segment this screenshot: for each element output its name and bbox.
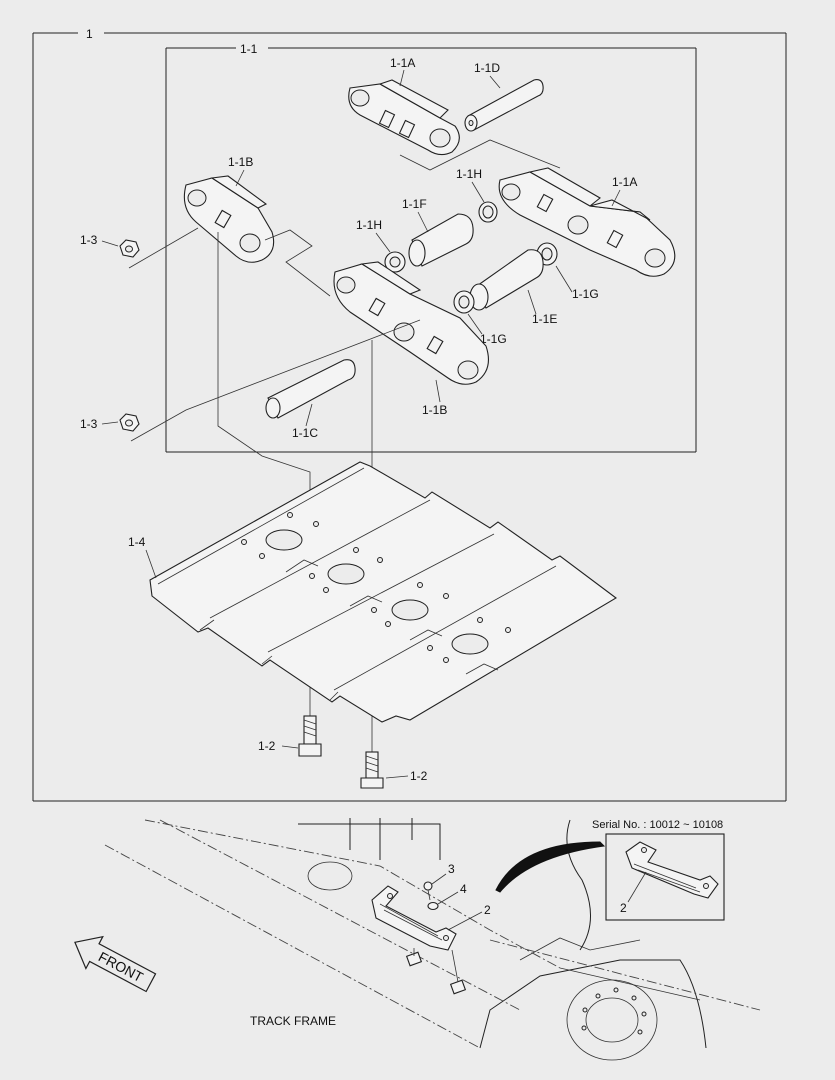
front-arrow: FRONT [74,935,157,993]
nut-upper [119,239,140,258]
seal-g-left-callout: 1-1G [480,332,507,346]
serial-note: Serial No. : 10012 ~ 10108 [592,819,723,831]
seal-h-upper [478,201,498,223]
serial-inset: 2 [605,833,725,921]
seal-g-right-callout: 1-1G [572,287,599,301]
shoe-bolt-left [298,715,322,757]
seal-h-left [384,251,406,273]
guard-washer [427,901,439,911]
guard-callout: 2 [484,903,491,917]
bushing-e [469,249,544,311]
track-link-a-right [498,167,676,277]
assembly-callout: 1 [86,27,93,41]
track-pin-c [265,359,356,419]
track-frame-section [104,818,761,1061]
nut-upper-callout: 1-3 [80,233,98,247]
track-link-b-left [183,175,275,263]
nut-lower-callout: 1-3 [80,417,98,431]
seal-h-upper-callout: 1-1H [456,167,482,181]
step-guard [371,885,467,995]
inset-pointer-arrow [495,841,606,893]
assembly-frame: 1 [32,27,787,802]
nut-lower [119,413,140,432]
track-pin-d [464,79,544,132]
track-link-b-center [333,261,489,385]
link-assembly-frame: 1-1 [165,42,697,453]
link-a-top-callout: 1-1A [390,56,415,70]
guard-bolt [423,881,433,901]
bolt-right-callout: 1-2 [410,769,428,783]
track-frame-label: TRACK FRAME [250,1014,336,1028]
seal-g-left [453,290,475,314]
link-a-right-callout: 1-1A [612,175,637,189]
bushing-e-callout: 1-1E [532,312,557,326]
shoe-callout: 1-4 [128,535,146,549]
seal-h-left-callout: 1-1H [356,218,382,232]
track-link-a-top [348,79,460,156]
guard-inset-callout: 2 [620,901,627,915]
link-assembly-callout: 1-1 [240,42,258,56]
bushing-f [408,213,474,267]
bolt-3-callout: 3 [448,862,455,876]
pin-c-callout: 1-1C [292,426,318,440]
track-shoe [149,461,617,723]
link-b-bottom-callout: 1-1B [422,403,447,417]
bushing-f-callout: 1-1F [402,197,427,211]
shoe-bolt-right [360,751,384,789]
washer-4-callout: 4 [460,882,467,896]
bolt-left-callout: 1-2 [258,739,276,753]
link-b-left-callout: 1-1B [228,155,253,169]
pin-d-callout: 1-1D [474,61,500,75]
